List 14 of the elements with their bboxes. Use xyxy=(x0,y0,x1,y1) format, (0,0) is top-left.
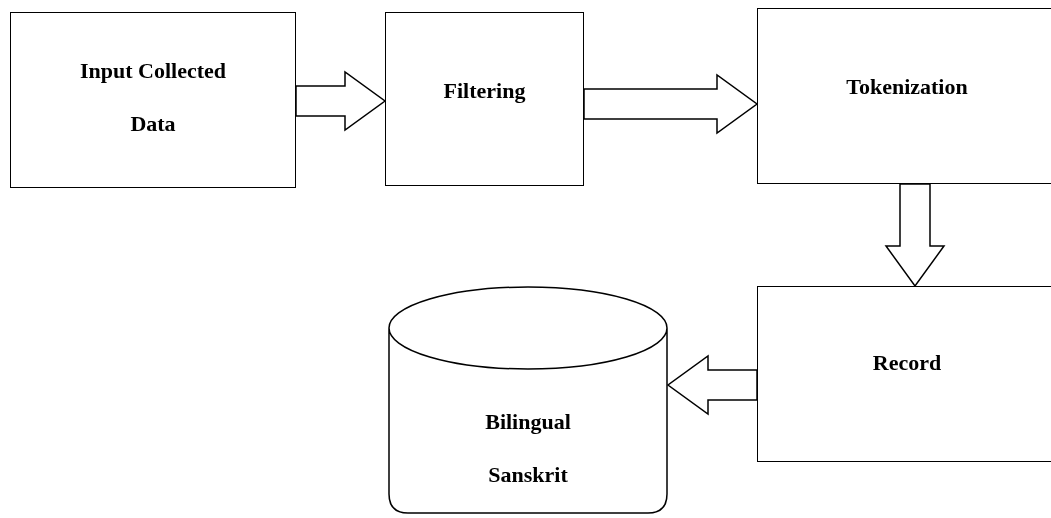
node-label: Filtering xyxy=(443,77,526,105)
node-label: Tokenization xyxy=(846,73,968,101)
database-cylinder xyxy=(388,286,668,514)
block-arrow xyxy=(295,70,387,132)
process-box xyxy=(10,12,296,188)
block-arrow xyxy=(583,73,759,135)
process-box xyxy=(757,286,1051,462)
node-label: Record xyxy=(872,349,942,377)
block-arrow xyxy=(666,354,758,416)
block-arrow xyxy=(884,183,946,288)
process-box xyxy=(757,8,1051,184)
process-box xyxy=(385,12,584,186)
node-label: Bilingual Sanskrit xyxy=(484,408,572,489)
node-label: Input Collected Data xyxy=(78,57,228,138)
